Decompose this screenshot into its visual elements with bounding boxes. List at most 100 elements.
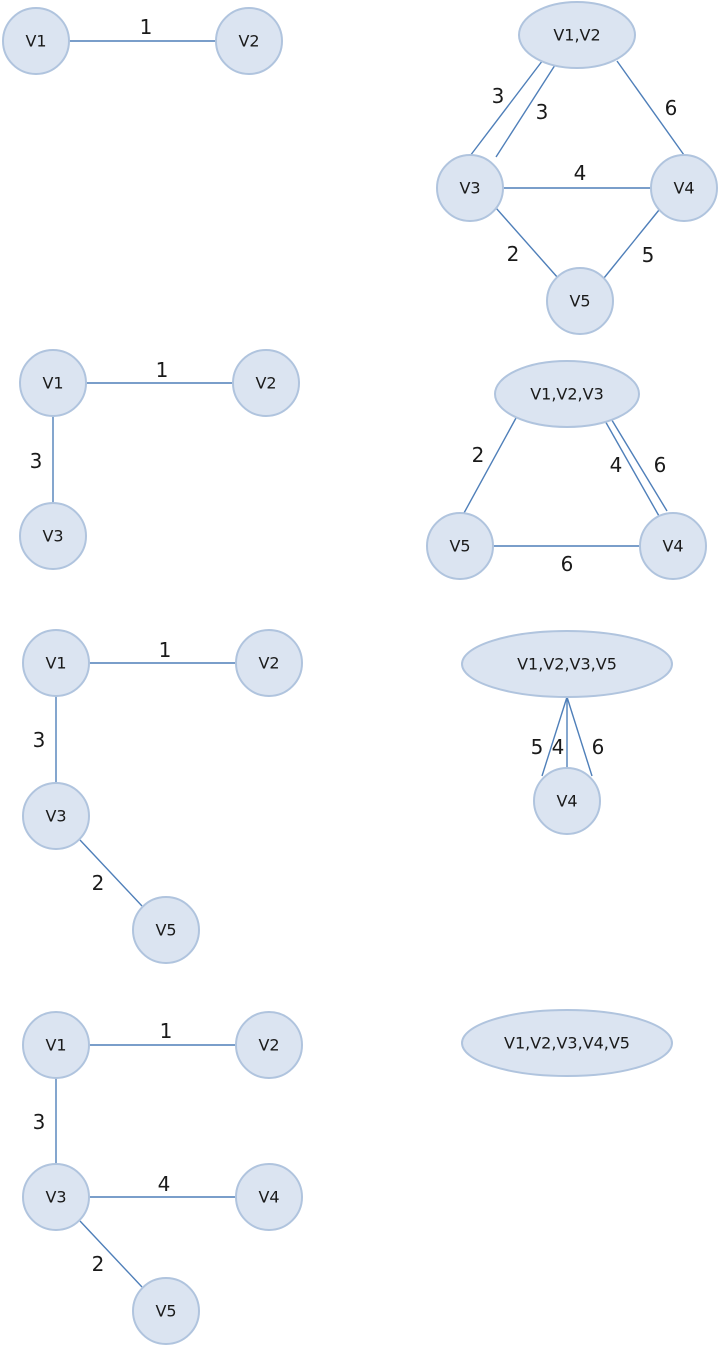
- graph-node: V3: [22, 782, 90, 850]
- edge-line: [495, 207, 559, 279]
- graph-edge: 3: [33, 696, 57, 783]
- node-label: V1,V2,V3: [530, 385, 604, 404]
- edge-weight-label: 4: [574, 161, 587, 185]
- edge-weight-label: 6: [561, 552, 574, 576]
- graph-edge: 6: [566, 696, 605, 777]
- node-label: V2: [238, 32, 259, 51]
- graph-node: V4: [650, 154, 718, 222]
- node-circle: [436, 154, 504, 222]
- edge-weight-label: 5: [531, 735, 544, 759]
- edge-weight-label: 6: [665, 96, 678, 120]
- node-circle: [533, 767, 601, 835]
- graph-edge: 3: [30, 416, 54, 503]
- graph-edge: 2: [79, 839, 143, 907]
- node-circle: [19, 349, 87, 417]
- node-label: V5: [155, 1302, 176, 1321]
- node-circle: [19, 502, 87, 570]
- edge-weight-label: 3: [492, 84, 505, 108]
- node-circle: [235, 1163, 303, 1231]
- edge-line: [469, 55, 547, 157]
- node-circle: [546, 267, 614, 335]
- graph-node: V4: [533, 767, 601, 835]
- graph-edge: 1: [89, 638, 236, 664]
- edge-weight-label: 1: [140, 15, 153, 39]
- graph-edge: 4: [503, 161, 651, 189]
- graph-node: V3: [436, 154, 504, 222]
- graph-node: V1: [2, 7, 70, 75]
- graph-edge: 3: [33, 1078, 57, 1164]
- graph-edge: 6: [493, 545, 640, 576]
- node-circle: [2, 7, 70, 75]
- node-label: V4: [258, 1188, 279, 1207]
- graph-edge: 6: [616, 60, 685, 156]
- node-circle: [650, 154, 718, 222]
- node-label: V2: [258, 1036, 279, 1055]
- edge-weight-label: 4: [610, 453, 623, 477]
- node-circle: [235, 1011, 303, 1079]
- edge-weight-label: 2: [92, 1252, 105, 1276]
- edge-line: [79, 1220, 143, 1288]
- graph-node: V2: [232, 349, 300, 417]
- graph-edge: 3: [469, 55, 547, 157]
- edge-weight-label: 1: [160, 1019, 173, 1043]
- edge-weight-label: 2: [472, 443, 485, 467]
- edge-line: [463, 417, 517, 514]
- graph-edge: 2: [495, 207, 559, 279]
- graph-node: V3: [19, 502, 87, 570]
- node-label: V5: [569, 292, 590, 311]
- graph-edge: 2: [463, 417, 517, 514]
- edge-line: [566, 696, 593, 777]
- edge-weight-label: 2: [92, 871, 105, 895]
- edge-line: [616, 60, 685, 156]
- graph-panel: 1 V1 V2: [2, 7, 283, 75]
- graph-edge: 4: [603, 418, 660, 517]
- graph-edge: 5: [603, 209, 660, 279]
- node-circle: [639, 512, 707, 580]
- graph-edge: 1: [86, 358, 233, 384]
- node-circle: [22, 782, 90, 850]
- edge-weight-label: 6: [592, 735, 605, 759]
- edge-weight-label: 6: [654, 453, 667, 477]
- edge-weight-label: 1: [156, 358, 169, 382]
- node-label: V5: [449, 537, 470, 556]
- node-label: V5: [155, 921, 176, 940]
- graph-node: V1,V2,V3,V5: [461, 630, 673, 698]
- graph-node: V4: [235, 1163, 303, 1231]
- edge-weight-label: 2: [507, 242, 520, 266]
- graph-node: V5: [132, 1277, 200, 1345]
- graph-edge: 1: [89, 1019, 236, 1046]
- node-label: V4: [673, 179, 694, 198]
- node-circle: [22, 1163, 90, 1231]
- edge-weight-label: 3: [33, 1110, 46, 1134]
- graph-edge: 1: [69, 15, 216, 42]
- graph-node: V3: [22, 1163, 90, 1231]
- edge-line: [609, 416, 668, 512]
- graph-node: V2: [235, 629, 303, 697]
- node-label: V1,V2: [553, 26, 600, 45]
- graph-node: V1: [22, 1011, 90, 1079]
- graph-node: V1: [19, 349, 87, 417]
- node-circle: [22, 1011, 90, 1079]
- node-circle: [235, 629, 303, 697]
- node-label: V1: [42, 374, 63, 393]
- node-label: V4: [556, 792, 577, 811]
- graph-edge: 2: [79, 1220, 143, 1288]
- graph-node: V2: [215, 7, 283, 75]
- edge-weight-label: 3: [33, 728, 46, 752]
- edge-weight-label: 3: [536, 100, 549, 124]
- node-ellipse: [518, 1, 636, 69]
- node-ellipse: [461, 630, 673, 698]
- graph-node: V1,V2: [518, 1, 636, 69]
- graph-node: V4: [639, 512, 707, 580]
- node-label: V3: [459, 179, 480, 198]
- node-label: V3: [42, 527, 63, 546]
- graph-edge: 4: [552, 697, 568, 768]
- graph-node: V1,V2,V3: [494, 360, 640, 428]
- graph-edge: 4: [89, 1172, 236, 1198]
- node-circle: [215, 7, 283, 75]
- node-circle: [426, 512, 494, 580]
- node-circle: [132, 896, 200, 964]
